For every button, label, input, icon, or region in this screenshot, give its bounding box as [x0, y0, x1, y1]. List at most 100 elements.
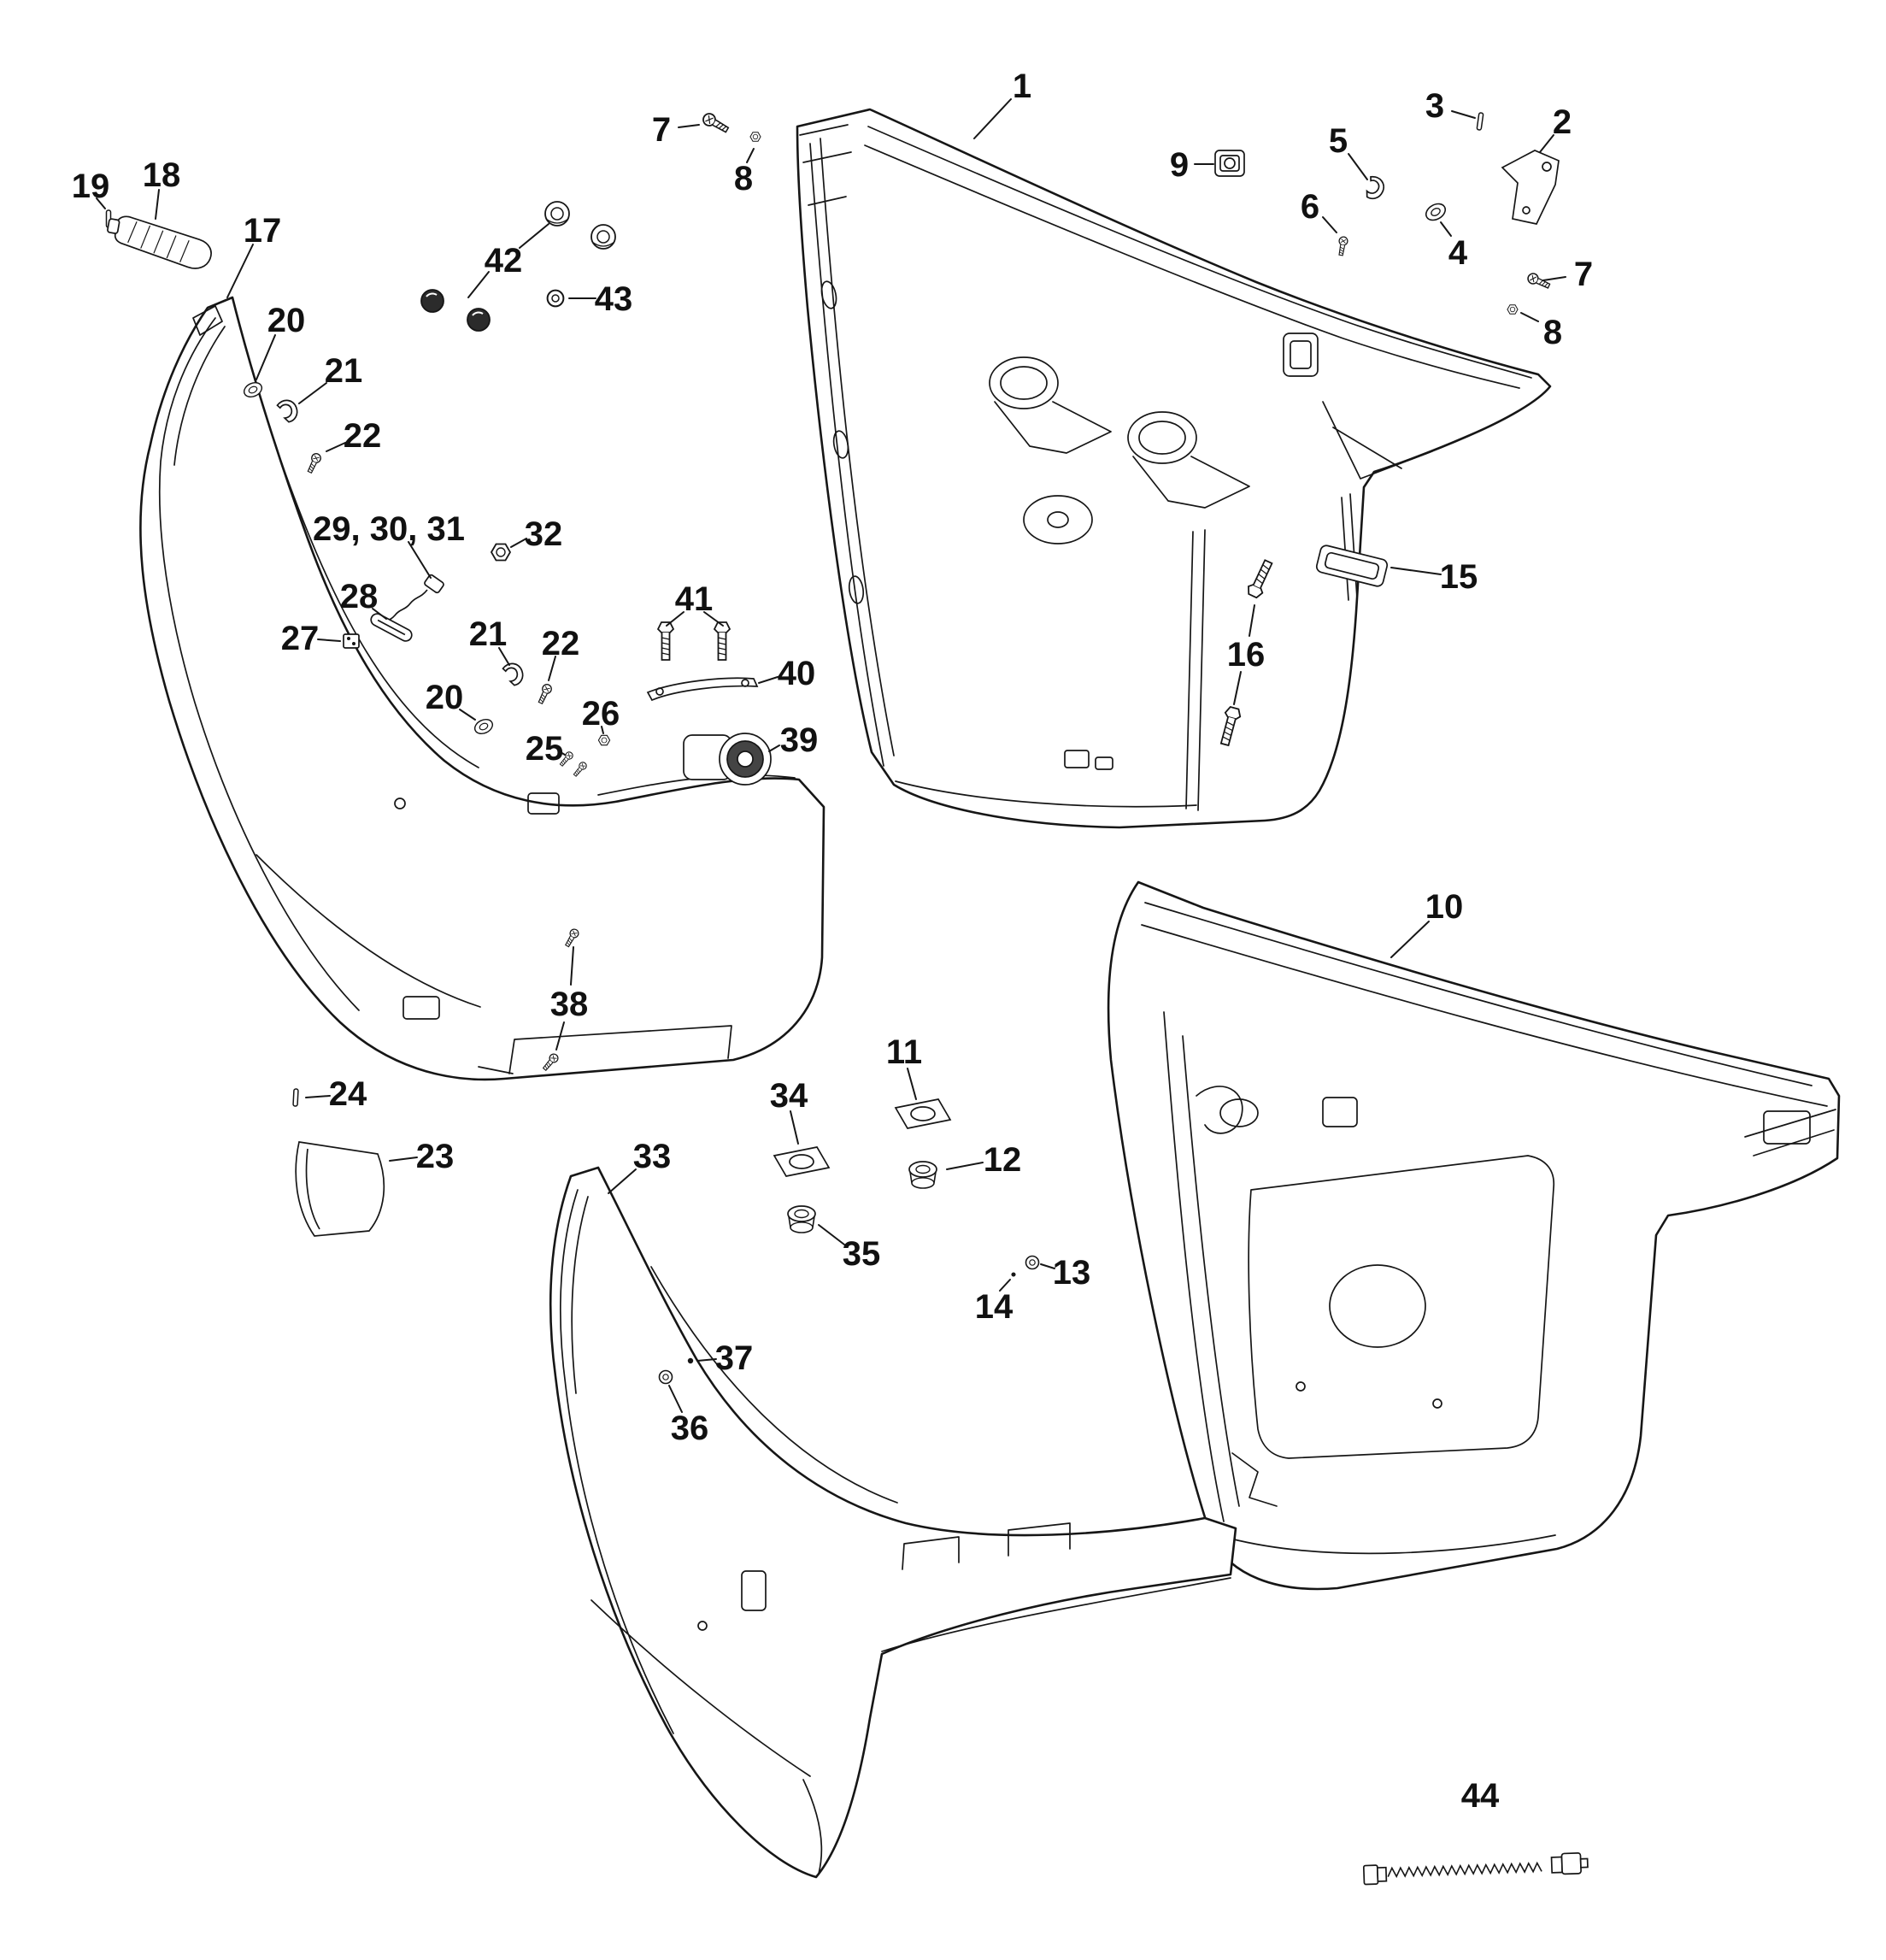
leader-line [1040, 1263, 1055, 1269]
leader-line [946, 1162, 984, 1170]
nut-part-26 [597, 734, 611, 746]
part-label-41: 41 [675, 580, 714, 618]
leader-line [907, 1068, 917, 1100]
leader-line [1348, 153, 1368, 180]
part-label-21: 21 [325, 352, 363, 390]
leader-line [1249, 604, 1255, 637]
leader-line [973, 98, 1012, 139]
part-label-16: 16 [1227, 636, 1266, 674]
port-inner-cowl-details [560, 1189, 1231, 1875]
part-label-8: 8 [1543, 314, 1562, 351]
part-label-21: 21 [469, 615, 508, 653]
part-label-34: 34 [770, 1077, 808, 1115]
part-label-40: 40 [778, 655, 816, 692]
leader-line [758, 676, 778, 684]
part-label-13: 13 [1053, 1254, 1091, 1292]
part-label-38: 38 [550, 986, 589, 1023]
part-label-35: 35 [843, 1235, 881, 1273]
part-label-33: 33 [633, 1138, 672, 1175]
bushing-part-42b [590, 224, 616, 250]
part-label-10: 10 [1425, 888, 1464, 926]
part-label-17: 17 [244, 212, 282, 250]
square-washer-part-11 [894, 1098, 952, 1129]
part-label-43: 43 [595, 280, 633, 318]
port-cowl-part-17 [139, 296, 825, 1081]
washer-part-13 [1025, 1255, 1040, 1270]
leader-line [703, 611, 724, 627]
upper-cowl-details [799, 124, 1532, 811]
plate-part-40 [646, 677, 759, 702]
leader-line [256, 334, 276, 380]
strap-part-28 [370, 613, 413, 642]
part-label-26: 26 [582, 695, 620, 733]
part-label-37: 37 [715, 1339, 754, 1377]
leader-line [1451, 110, 1476, 119]
bushing-part-42a [544, 201, 570, 227]
part-label-4: 4 [1448, 234, 1468, 272]
leader-line [666, 611, 684, 627]
terminal-part-27 [343, 633, 360, 649]
washer-part-36 [658, 1369, 673, 1385]
cap-part-42d [467, 308, 491, 332]
cable-part-44 [1362, 1852, 1589, 1886]
part-label-9: 9 [1170, 146, 1189, 184]
part-label-32: 32 [525, 515, 563, 553]
part-label-8: 8 [734, 160, 753, 197]
leader-line [746, 148, 755, 163]
leader-line [768, 745, 780, 752]
leader-line [1520, 312, 1539, 322]
leader-line [498, 647, 510, 666]
part-label-7: 7 [1574, 256, 1593, 293]
leader-line [818, 1224, 845, 1245]
part-label-28: 28 [340, 578, 379, 615]
leader-line [548, 656, 556, 681]
leader-line [790, 1110, 799, 1145]
leader-line [555, 1021, 565, 1051]
leader-line [298, 382, 327, 404]
port-inner-cowl-part-33 [549, 1166, 1237, 1879]
leader-line [570, 946, 574, 986]
leader-line [155, 189, 160, 220]
leader-line [1233, 671, 1242, 705]
pin-part-24 [292, 1088, 299, 1107]
part-label-22: 22 [344, 417, 382, 455]
part-label-14: 14 [975, 1288, 1014, 1326]
part-label-12: 12 [984, 1141, 1022, 1179]
part-label-44: 44 [1461, 1777, 1500, 1815]
mount-part-15 [1315, 544, 1389, 587]
leader-line [467, 271, 490, 298]
part-label-11: 11 [886, 1033, 922, 1071]
leader-line [608, 1168, 637, 1194]
part-label-18: 18 [143, 156, 181, 194]
latch-assembly-part-39 [683, 733, 772, 786]
part-label-20: 20 [426, 679, 464, 716]
leader-line [1390, 567, 1442, 575]
leader-line [372, 608, 387, 620]
leader-line [317, 639, 341, 642]
leader-lines [96, 98, 1566, 1413]
part-label-25: 25 [526, 730, 564, 768]
latch-handle-part-18 [107, 215, 212, 269]
nut-part-8 [749, 132, 761, 142]
part-label-39: 39 [780, 721, 819, 759]
leader-line [1440, 221, 1452, 237]
upper-cowl-part-1 [796, 108, 1552, 829]
part-label-22: 22 [542, 625, 580, 662]
leader-line [696, 1358, 717, 1362]
part-label-1: 1 [1013, 68, 1031, 105]
part-label-36: 36 [671, 1410, 709, 1447]
cover-part-23 [295, 1141, 385, 1237]
leader-line [519, 223, 549, 249]
leader-line [560, 751, 566, 756]
leader-line [1542, 276, 1566, 281]
pin-part-37 [686, 1357, 695, 1365]
bracket-part-2 [1501, 150, 1560, 225]
leader-line [96, 197, 106, 209]
leader-line [408, 541, 432, 579]
leader-line [1322, 216, 1337, 233]
part-label-24: 24 [329, 1075, 367, 1113]
leader-line [226, 244, 254, 298]
